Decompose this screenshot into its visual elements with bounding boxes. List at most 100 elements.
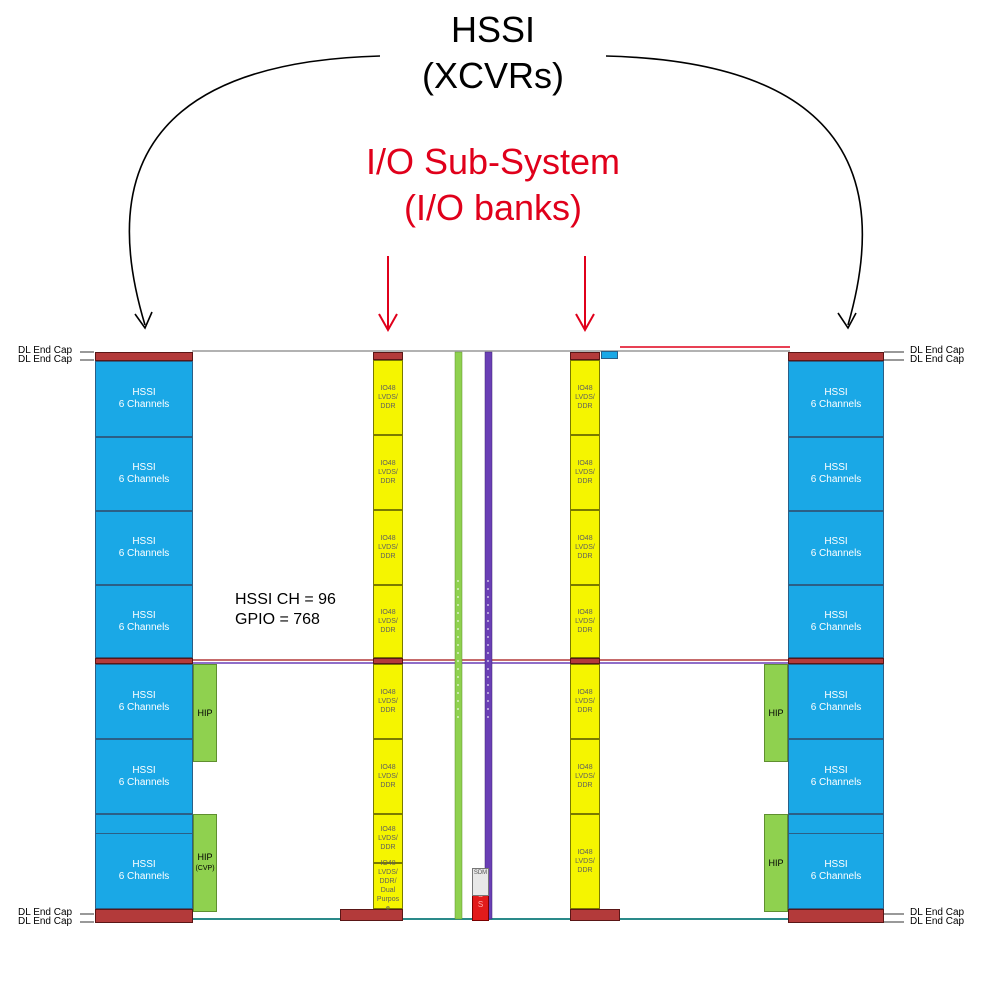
hssi-block-subtitle: 6 Channels xyxy=(810,621,862,633)
hip-block-cvp: HIP(CVP) xyxy=(193,814,217,912)
io-bank-line: DDR xyxy=(380,478,396,485)
io-bank-line: IO48 xyxy=(380,460,396,467)
end-cap-io-left xyxy=(373,352,403,360)
hssi-block-title: HSSI xyxy=(132,462,156,473)
end-cap-bottom-left xyxy=(95,909,193,923)
io-bank-line: DDR xyxy=(380,553,396,560)
hssi-block-subtitle: 6 Channels xyxy=(810,474,862,485)
hssi-block-subtitle: 6 Channels xyxy=(118,701,170,713)
io-bank-line: LVDS/ xyxy=(575,394,595,401)
hip-label: HIP xyxy=(768,857,784,868)
end-cap-label-tl1: DL End Cap xyxy=(18,345,73,356)
io-bank-line: LVDS/ xyxy=(378,698,398,705)
hssi-block-title: HSSI xyxy=(132,689,156,701)
hssi-block-subtitle: 6 Channels xyxy=(810,548,862,559)
io-bank-line: IO48 xyxy=(380,764,396,771)
io-bank-line: DDR xyxy=(380,844,396,851)
hssi-block-title: HSSI xyxy=(824,764,848,776)
hssi-title: HSSI xyxy=(450,9,536,50)
io-mid-cap-left xyxy=(373,658,403,664)
io-bank-line: IO48 xyxy=(577,535,593,542)
io-bank-line: DDR xyxy=(577,627,593,634)
end-cap-top-right xyxy=(788,352,884,361)
hssi-block-title: HSSI xyxy=(132,764,156,776)
io-bank-line: DDR xyxy=(380,403,396,410)
hssi-subtitle: (XCVRs) xyxy=(422,55,564,96)
hssi-block-title: HSSI xyxy=(132,609,156,621)
io-bank-line: IO48 xyxy=(577,460,593,467)
right-curved-arrow xyxy=(605,55,864,326)
hssi-block-subtitle: 6 Channels xyxy=(118,871,170,882)
hip-block: HIP xyxy=(764,814,788,912)
io-bank-line: LVDS/ xyxy=(378,618,398,625)
io-bank-line: IO48 xyxy=(380,826,396,833)
io-bank-line: LVDS/ xyxy=(575,618,595,625)
hssi-block-title: HSSI xyxy=(824,387,848,398)
hssi-block-subtitle: 6 Channels xyxy=(810,871,862,882)
hssi-block-subtitle: 6 Channels xyxy=(118,548,170,559)
left-curved-arrow xyxy=(128,55,381,326)
css-letter: S xyxy=(477,900,484,909)
io-bank-line: IO48 xyxy=(380,609,396,616)
io-bank-line: IO48 xyxy=(380,689,396,696)
io-bank-line: Dual xyxy=(380,887,396,894)
io-bank-line: LVDS/ xyxy=(378,869,398,876)
end-cap-io-right xyxy=(570,352,600,360)
io-bank-line: LVDS/ xyxy=(575,469,595,476)
io-bank-line: LVDS/ xyxy=(378,835,398,842)
io-bank-line: IO48 xyxy=(577,385,593,392)
io-bank-line: DDR xyxy=(380,707,396,714)
small-blue-marker xyxy=(601,351,618,359)
hssi-block-subtitle: 6 Channels xyxy=(810,701,862,713)
io-bank-line: DDR xyxy=(380,782,396,789)
hssi-block-subtitle: 6 Channels xyxy=(118,399,170,410)
hip-sublabel: (CVP) xyxy=(195,865,215,872)
io-bank-line: LVDS/ xyxy=(378,394,398,401)
io-bank-line: DDR xyxy=(577,867,593,874)
hssi-block-title: HSSI xyxy=(824,689,848,701)
hip-label: HIP xyxy=(197,707,213,718)
hip-block: HIP xyxy=(193,664,217,762)
hssi-block-title: HSSI xyxy=(132,859,156,870)
hssi-block-subtitle: 6 Channels xyxy=(118,474,170,485)
io-bank-line: LVDS/ xyxy=(575,858,595,865)
sdm-label: SDM xyxy=(473,870,488,876)
io-bank-line: DDR xyxy=(577,403,593,410)
hssi-block-title: HSSI xyxy=(824,859,848,870)
hssi-block-title: HSSI xyxy=(824,536,848,547)
end-cap-label-bl1: DL End Cap xyxy=(18,907,73,918)
io-bank-line: LVDS/ xyxy=(378,773,398,780)
hssi-block-title: HSSI xyxy=(132,536,156,547)
io-bank-line: IO48 xyxy=(577,764,593,771)
end-cap-label-br2: DL End Cap xyxy=(910,916,965,927)
hip-block: HIP xyxy=(764,664,788,762)
io-bank-line: IO48 xyxy=(577,609,593,616)
end-cap-label-bl2: DL End Cap xyxy=(18,916,73,927)
io-bank-line: LVDS/ xyxy=(575,773,595,780)
end-cap-bottom-right xyxy=(788,909,884,923)
hssi-block-title: HSSI xyxy=(132,387,156,398)
io-bank-line: LVDS/ xyxy=(378,544,398,551)
stat-hssi-ch: HSSI CH = 96 xyxy=(235,591,336,608)
mid-cap-left xyxy=(95,658,193,664)
